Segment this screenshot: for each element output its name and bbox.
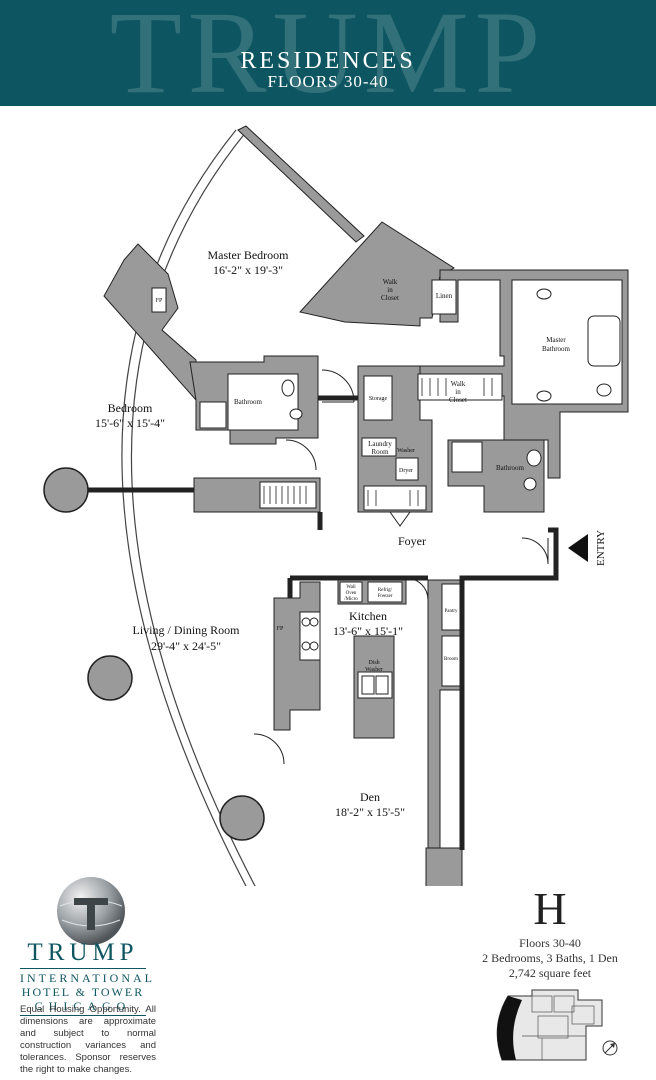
column-1 (43, 467, 89, 513)
room-name-bedroom: Bedroom (108, 401, 153, 415)
fireplace-bedroom (151, 287, 167, 313)
room-name-living: Living / Dining Room (132, 623, 240, 637)
svg-text:Bathroom: Bathroom (542, 345, 571, 353)
brand-block: TRUMP INTERNATIONAL HOTEL & TOWER CHICAG… (20, 939, 152, 1016)
door-foyer-closet (389, 511, 411, 527)
svg-text:Dryer: Dryer (399, 468, 413, 474)
wall-den-lower (425, 847, 463, 886)
door-entry (521, 537, 549, 565)
svg-text:Closet: Closet (449, 396, 467, 404)
header-banner: TRUMP RESIDENCES FLOORS 30-40 (0, 0, 656, 106)
door-bedroom (285, 439, 317, 471)
tub (587, 315, 621, 367)
header-subtitle: FLOORS 30-40 (267, 72, 389, 91)
svg-text:Dish: Dish (368, 660, 379, 666)
trump-logo-icon (57, 877, 125, 945)
dryer (395, 457, 419, 481)
svg-text:Wall: Wall (346, 585, 356, 590)
svg-text:Broom: Broom (444, 657, 458, 662)
linen-closet (431, 279, 457, 315)
floor-plan: ENTRY Master Bedroom 16'-2" x 19'-3" Bed… (43, 125, 629, 886)
broom-closet (441, 635, 461, 687)
svg-text:Washer: Washer (397, 448, 415, 454)
refrigerator (367, 581, 403, 603)
brand-line-2: INTERNATIONAL (20, 968, 152, 985)
svg-text:FP: FP (277, 626, 284, 632)
svg-text:in: in (455, 388, 461, 396)
svg-text:Room: Room (371, 448, 389, 456)
svg-text:in: in (387, 286, 393, 294)
wall-walk-in-closet (299, 221, 455, 327)
room-name-den: Den (360, 790, 380, 804)
wall-oven (339, 581, 363, 603)
unit-area: 2,742 square feet (508, 966, 592, 980)
svg-text:Closet: Closet (381, 294, 399, 302)
foyer-closet (363, 485, 427, 511)
svg-text:Walk: Walk (383, 278, 398, 286)
shower-1 (199, 401, 227, 429)
svg-text:Linen: Linen (436, 292, 453, 300)
brand-line-4: CHICAGO (20, 999, 146, 1016)
room-name-kitchen: Kitchen (349, 609, 387, 623)
column-2 (87, 655, 133, 701)
pantry-closet (441, 583, 461, 631)
header-title: RESIDENCES (240, 48, 416, 74)
room-size-bedroom: 15'-6" x 15'-4" (95, 416, 165, 430)
svg-text:Freezer: Freezer (378, 594, 393, 599)
sink-master-2 (536, 390, 552, 402)
toilet-master (596, 383, 612, 397)
room-size-den: 18'-2" x 15'-5" (335, 805, 405, 819)
svg-text:Pantry: Pantry (444, 609, 458, 614)
svg-text:Refrig/: Refrig/ (378, 588, 393, 593)
door-bedroom-bath (321, 369, 355, 403)
disclaimer-text: Equal Housing Opportunity. All dimension… (20, 1004, 156, 1075)
sink-master-1 (536, 288, 552, 300)
toilet-1 (281, 379, 295, 397)
svg-text:Laundry: Laundry (368, 440, 392, 448)
door-kitchen (405, 577, 429, 601)
svg-text:Walk: Walk (451, 380, 466, 388)
window-wall-inner (121, 129, 247, 886)
door-den (253, 733, 285, 765)
key-plan (496, 989, 618, 1061)
svg-text:Bathroom: Bathroom (496, 464, 525, 472)
brand-line-1: TRUMP (27, 939, 139, 966)
north-arrow-icon (602, 1040, 618, 1056)
unit-letter: H (533, 883, 567, 934)
toilet-2 (526, 449, 542, 467)
key-plan-unit-highlight (497, 996, 522, 1060)
window-wall-outer (130, 131, 256, 886)
wall-entry (459, 527, 559, 850)
column-3 (219, 795, 265, 841)
sink-1 (289, 408, 303, 420)
brand-line-3: HOTEL & TOWER (21, 985, 145, 999)
svg-text:Storage: Storage (369, 396, 388, 402)
walk-in-closet-2 (417, 373, 503, 401)
svg-text:FP: FP (156, 298, 163, 304)
svg-text:Oven: Oven (346, 591, 357, 596)
room-size-living: 29'-4" x 24'-5" (151, 639, 221, 653)
entry-label: ENTRY (595, 530, 607, 566)
room-name-master-bedroom: Master Bedroom (208, 248, 290, 262)
washer (361, 437, 397, 457)
room-name-foyer: Foyer (398, 534, 426, 548)
entry-arrow (568, 534, 588, 562)
header-watermark: TRUMP (109, 0, 547, 106)
storage-closet (363, 375, 393, 421)
wall-master-diagonal (237, 125, 365, 243)
shower-2 (451, 441, 483, 473)
unit-floors: Floors 30-40 (519, 936, 581, 950)
room-size-master-bedroom: 16'-2" x 19'-3" (213, 263, 283, 277)
sink-2 (523, 477, 537, 491)
svg-text:Master: Master (546, 336, 566, 344)
room-size-kitchen: 13'-6" x 15'-1" (333, 624, 403, 638)
svg-text:/Micro: /Micro (344, 597, 358, 602)
svg-text:Washer: Washer (365, 667, 383, 673)
unit-info: Floors 30-40 2 Bedrooms, 3 Baths, 1 Den … (450, 936, 650, 981)
svg-text:Bathroom: Bathroom (234, 398, 263, 406)
unit-rooms: 2 Bedrooms, 3 Baths, 1 Den (482, 951, 618, 965)
